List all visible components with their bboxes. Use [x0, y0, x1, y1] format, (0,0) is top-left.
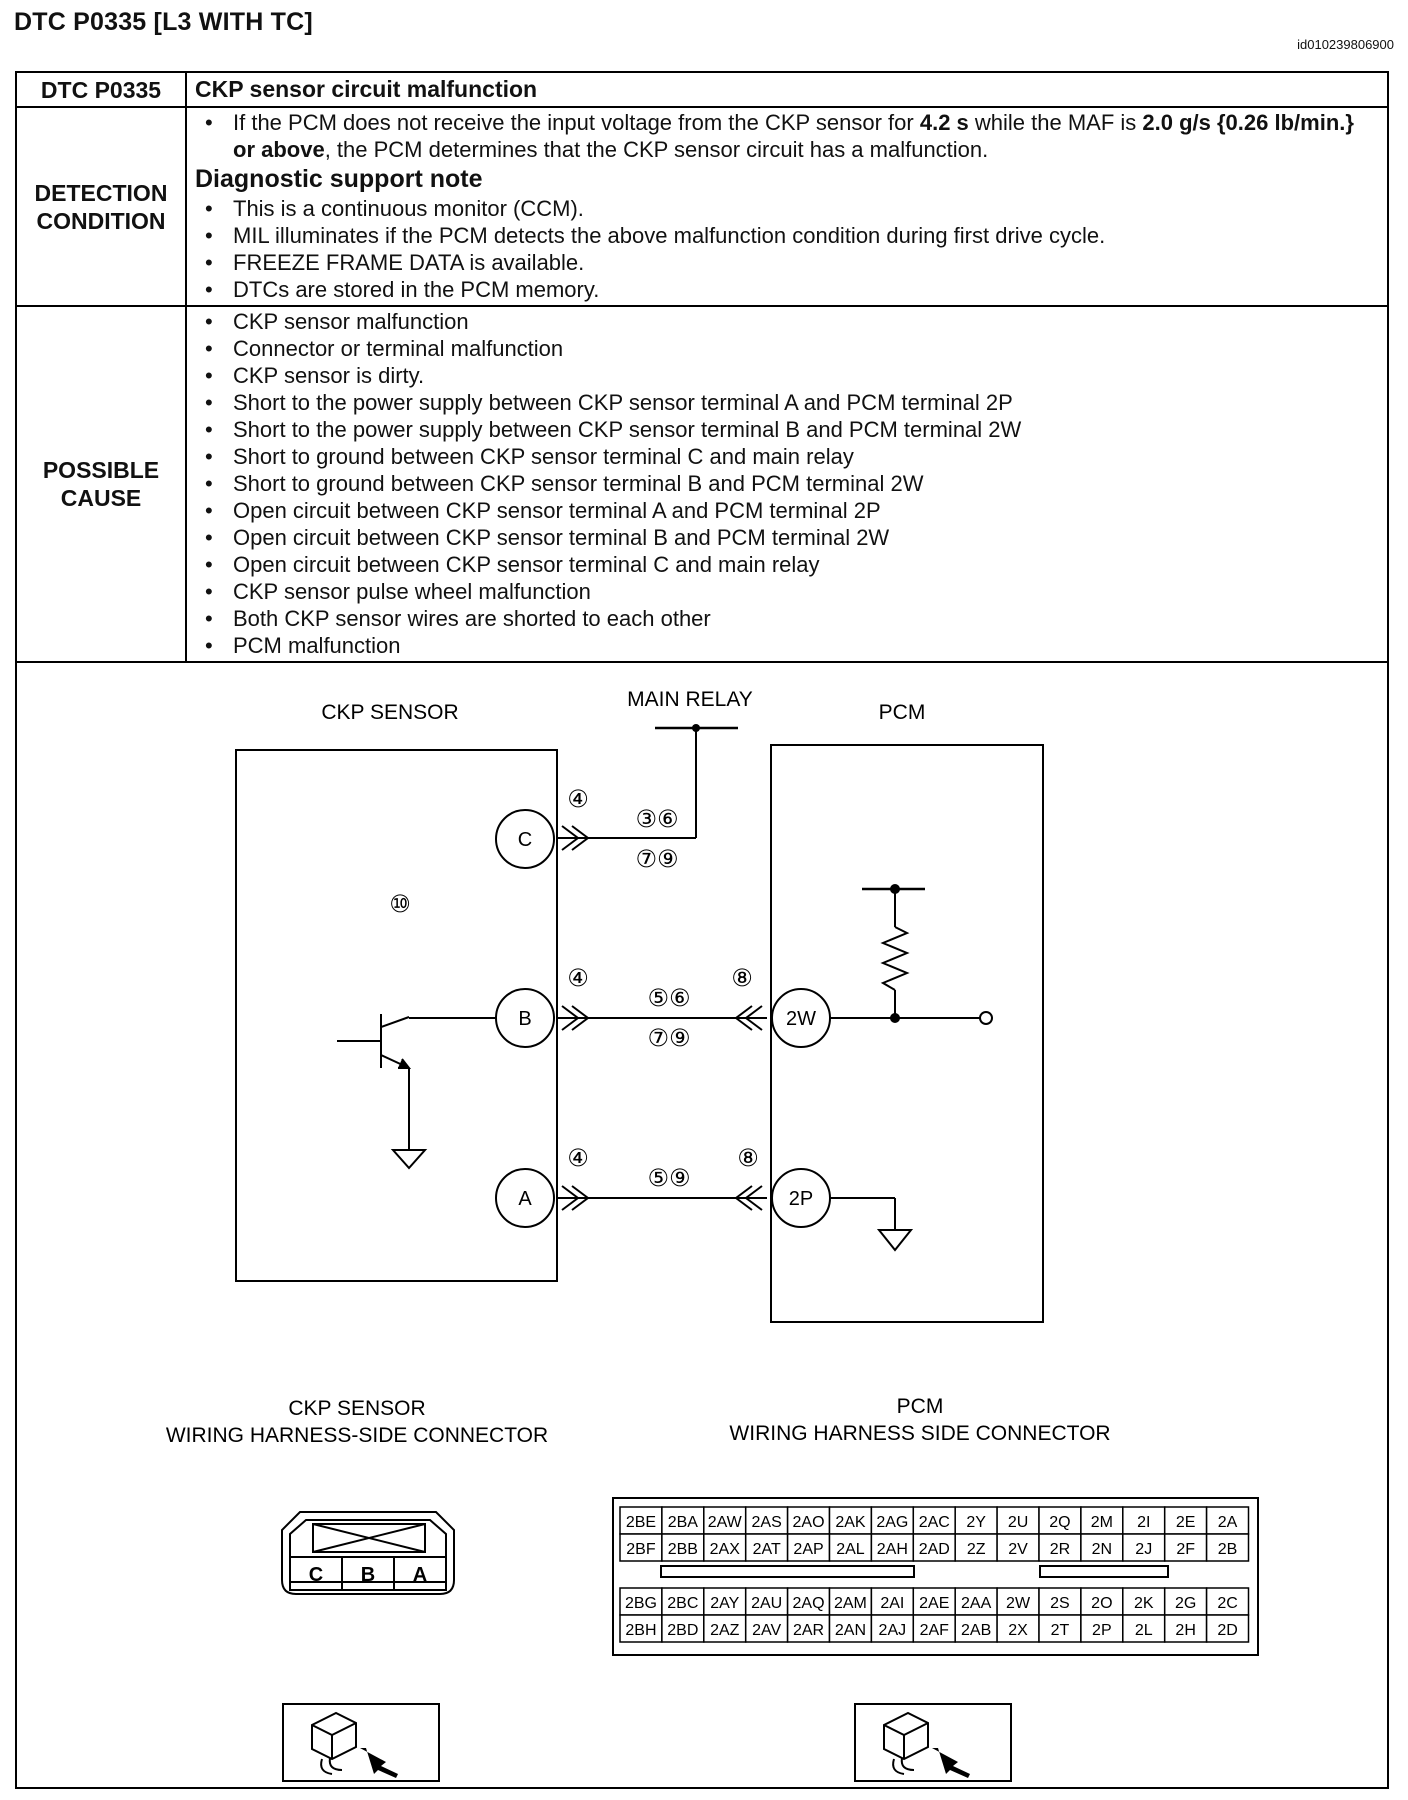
cause-item: PCM malfunction — [195, 632, 1379, 659]
cause-item: Connector or terminal malfunction — [195, 335, 1379, 362]
support-note-item: FREEZE FRAME DATA is available. — [195, 249, 1379, 276]
support-note-item: This is a continuous monitor (CCM). — [195, 195, 1379, 222]
cause-item: Both CKP sensor wires are shorted to eac… — [195, 605, 1379, 632]
table-row-detection: DETECTION CONDITION If the PCM does not … — [15, 106, 1389, 307]
support-note-item: DTCs are stored in the PCM memory. — [195, 276, 1379, 303]
detection-label-cell: DETECTION CONDITION — [15, 106, 187, 307]
cause-item: Short to ground between CKP sensor termi… — [195, 470, 1379, 497]
cause-item: Short to ground between CKP sensor termi… — [195, 443, 1379, 470]
dtc-code-cell: DTC P0335 — [15, 71, 187, 108]
detection-main-condition: If the PCM does not receive the input vo… — [195, 109, 1379, 163]
cause-item: Open circuit between CKP sensor terminal… — [195, 551, 1379, 578]
cause-item: CKP sensor is dirty. — [195, 362, 1379, 389]
support-note-item: MIL illuminates if the PCM detects the a… — [195, 222, 1379, 249]
cause-item: CKP sensor pulse wheel malfunction — [195, 578, 1379, 605]
dtc-table: DTC P0335 CKP sensor circuit malfunction… — [15, 71, 1389, 663]
table-row-header: DTC P0335 CKP sensor circuit malfunction — [15, 71, 1389, 108]
detection-content-cell: If the PCM does not receive the input vo… — [185, 106, 1389, 307]
table-row-cause: POSSIBLE CAUSE CKP sensor malfunction Co… — [15, 305, 1389, 663]
cause-item: Short to the power supply between CKP se… — [195, 416, 1379, 443]
document-id: id010239806900 — [1297, 37, 1394, 52]
cause-label-cell: POSSIBLE CAUSE — [15, 305, 187, 663]
cause-item: Short to the power supply between CKP se… — [195, 389, 1379, 416]
dtc-description-cell: CKP sensor circuit malfunction — [185, 71, 1389, 108]
cause-item: Open circuit between CKP sensor terminal… — [195, 497, 1379, 524]
cause-item: CKP sensor malfunction — [195, 308, 1379, 335]
cause-item: Open circuit between CKP sensor terminal… — [195, 524, 1379, 551]
page-title: DTC P0335 [L3 WITH TC] — [14, 8, 313, 36]
support-note-heading: Diagnostic support note — [195, 165, 483, 193]
cause-content-cell: CKP sensor malfunction Connector or term… — [185, 305, 1389, 663]
